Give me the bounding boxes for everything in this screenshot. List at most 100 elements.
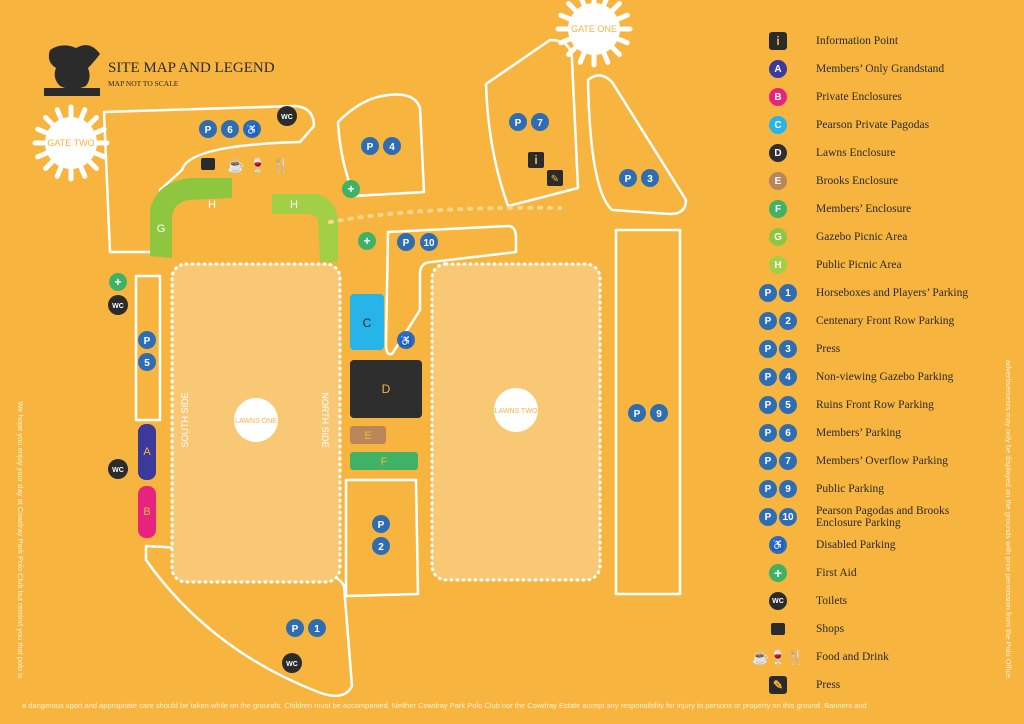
parking-marker-3[interactable]: P 3 bbox=[619, 169, 659, 187]
p-number: 7 bbox=[537, 118, 543, 129]
zone-h-right bbox=[272, 194, 338, 262]
wheelchair-marker-c[interactable]: ♿ bbox=[397, 331, 415, 349]
info-marker[interactable]: i bbox=[528, 152, 544, 168]
press-icon: ✎ bbox=[769, 676, 787, 694]
legend-label: Ruins Front Row Parking bbox=[816, 399, 934, 411]
toilet-marker[interactable]: WC bbox=[282, 653, 302, 673]
legend-icon-press: ✎ bbox=[750, 676, 806, 694]
p-number: 10 bbox=[423, 238, 435, 249]
sun-ray bbox=[78, 107, 88, 121]
first-aid-marker[interactable]: + bbox=[109, 273, 127, 291]
parking-marker-1[interactable]: P 1 bbox=[286, 619, 326, 637]
legend-label: Pearson Pagodas and Brooks Enclosure Par… bbox=[816, 505, 950, 529]
p-letter: P bbox=[759, 508, 777, 526]
parking-marker-10[interactable]: P 10 bbox=[397, 233, 438, 251]
wc-label: WC bbox=[112, 467, 124, 474]
parking-marker-2[interactable]: P 2 bbox=[372, 515, 390, 555]
lawns-one-sun bbox=[234, 398, 278, 442]
first-aid-marker[interactable]: + bbox=[342, 180, 360, 198]
zone-c bbox=[350, 294, 384, 350]
legend-label: Brooks Enclosure bbox=[816, 175, 899, 187]
road-p5-area bbox=[134, 274, 162, 422]
legend-label: Public Parking bbox=[816, 483, 885, 495]
zone-e bbox=[350, 426, 386, 444]
zone-badge: F bbox=[769, 200, 787, 218]
legend-label: Pearson Private Pagodas bbox=[816, 119, 930, 131]
sun-ray bbox=[87, 115, 99, 127]
p-number: 9 bbox=[656, 409, 662, 420]
sun-ray bbox=[54, 107, 64, 121]
legend-icon-food: ☕🍷🍴 bbox=[750, 649, 806, 666]
parking-marker-4[interactable]: P 4 bbox=[361, 137, 401, 155]
p-letter: P bbox=[634, 409, 641, 420]
legend-row-press: ✎ Press bbox=[750, 672, 986, 698]
lawns-one-label: LAWNS ONE bbox=[235, 418, 277, 425]
p-number: 10 bbox=[779, 508, 797, 526]
sun-ray bbox=[601, 0, 609, 7]
p-letter: P bbox=[515, 118, 522, 129]
p-number: 1 bbox=[779, 284, 797, 302]
sun-ray bbox=[93, 150, 107, 160]
legend-icon-e: E bbox=[750, 172, 806, 190]
zone-badge: G bbox=[769, 228, 787, 246]
press-marker[interactable]: ✎ bbox=[547, 170, 563, 186]
road-p3-area bbox=[586, 74, 688, 216]
p-number: 6 bbox=[227, 125, 233, 136]
p-letter: P bbox=[205, 125, 212, 136]
lawns-two-sun bbox=[494, 388, 538, 432]
road-p2-area bbox=[344, 478, 420, 598]
p-number: 3 bbox=[779, 340, 797, 358]
zone-g-label: G bbox=[157, 223, 166, 235]
parking-marker-6[interactable]: P 6 ♿ bbox=[199, 120, 261, 138]
p-letter: P bbox=[144, 336, 151, 347]
p-number: 4 bbox=[389, 142, 395, 153]
p-number: 9 bbox=[779, 480, 797, 498]
p-letter: P bbox=[759, 396, 777, 414]
wc-label: WC bbox=[112, 303, 124, 310]
zone-d bbox=[350, 360, 422, 418]
legend-label: Gazebo Picnic Area bbox=[816, 231, 908, 243]
zone-badge: B bbox=[769, 88, 787, 106]
legend-label: Members’ Enclosure bbox=[816, 203, 912, 215]
zone-g bbox=[150, 178, 232, 258]
zone-e-label: E bbox=[364, 430, 371, 442]
first-aid-marker[interactable]: + bbox=[358, 232, 376, 250]
disclaimer-left: We hope you enjoy your day at Cowdray Pa… bbox=[16, 401, 25, 678]
zone-badge: H bbox=[769, 256, 787, 274]
legend-label: Press bbox=[816, 679, 841, 691]
press-icon: ✎ bbox=[551, 174, 559, 185]
first-aid-icon: + bbox=[363, 234, 370, 248]
sun-ray bbox=[78, 165, 88, 179]
legend-row-disabled: ♿Disabled Parking bbox=[750, 532, 986, 558]
food-drink-icon: ☕🍷🍴 bbox=[751, 648, 805, 665]
page-subtitle: MAP NOT TO SCALE bbox=[108, 79, 179, 88]
toilet-marker[interactable]: WC bbox=[277, 106, 297, 126]
sun-ray bbox=[601, 51, 611, 65]
p-letter: P bbox=[367, 142, 374, 153]
wc-label: WC bbox=[286, 661, 298, 668]
parking-marker-9[interactable]: P 9 bbox=[628, 404, 668, 422]
shops-food-marker[interactable]: ☕ 🍷 🍴 bbox=[201, 156, 290, 174]
toilet-marker[interactable]: WC bbox=[108, 295, 128, 315]
parking-marker-7[interactable]: P 7 bbox=[509, 113, 549, 131]
toilet-marker[interactable]: WC bbox=[108, 459, 128, 479]
sun-ray bbox=[566, 1, 578, 13]
info-icon: i bbox=[769, 32, 787, 50]
disclaimer-bottom: a dangerous sport and appropriate care s… bbox=[22, 701, 867, 710]
sun-ray bbox=[616, 36, 630, 46]
legend-label: Disabled Parking bbox=[816, 539, 896, 551]
zone-h-label-1: H bbox=[208, 199, 216, 211]
parking-marker-5[interactable]: P 5 bbox=[138, 331, 156, 371]
coffee-icon: ☕ bbox=[227, 156, 244, 174]
road-p4-area bbox=[336, 93, 426, 198]
